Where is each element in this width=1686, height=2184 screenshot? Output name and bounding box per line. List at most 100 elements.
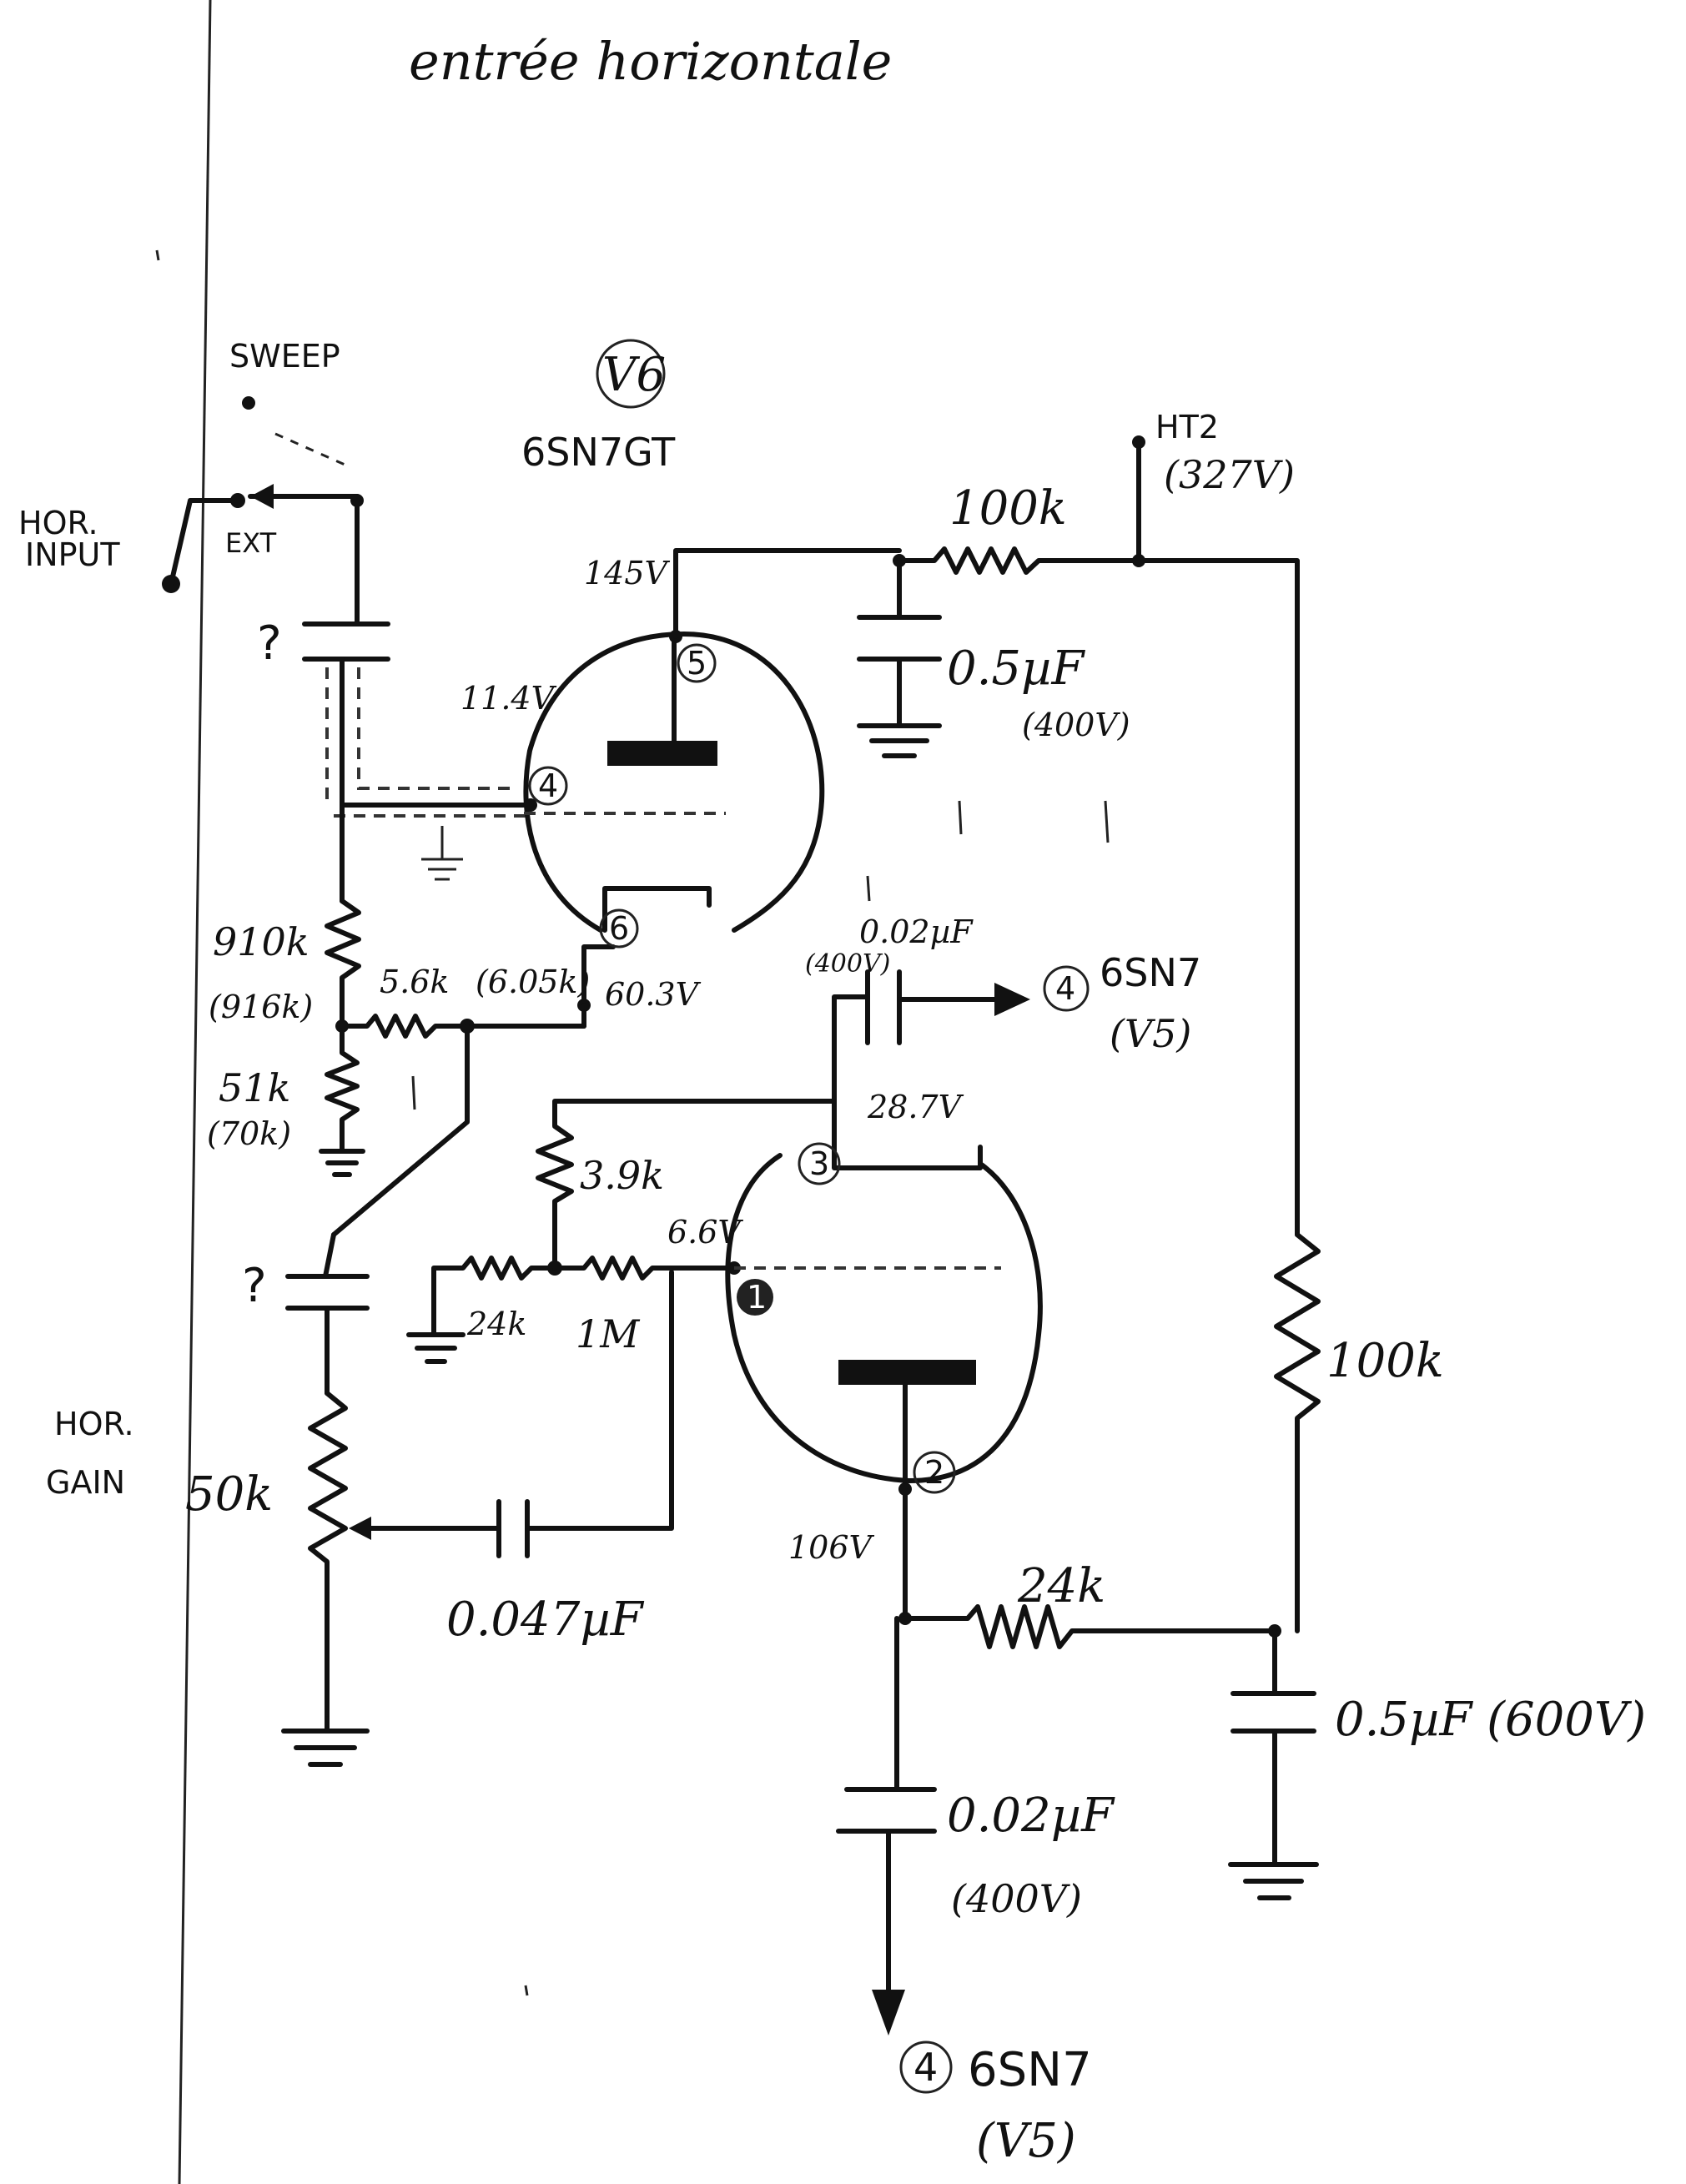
tube-type: 6SN7GT [521, 430, 676, 475]
question-mark-top: ? [257, 616, 282, 671]
capacitor-0-5uf-top [857, 615, 942, 758]
pin-5-label: 5 [687, 645, 707, 682]
ground-symbol-24k [406, 1332, 466, 1364]
capacitor-0-5uf-top-label: 0.5µF [947, 642, 1085, 696]
switch-arrow [250, 484, 274, 509]
wire-cap-to-1m [525, 1270, 674, 1531]
capacitor-0-02uf-bottom-label: 0.02µF [947, 1789, 1115, 1843]
resistor-24k-bottom-label: 24k [1017, 1559, 1105, 1613]
pin-3-circle [798, 1142, 841, 1185]
pin-1-circle [737, 1279, 773, 1316]
pin-4-label: 4 [538, 767, 558, 804]
output-top-tube: 6SN7 [1100, 950, 1201, 995]
wire-cathode-v6a [581, 944, 616, 1008]
capacitor-0-047uf-label: 0.047µF [446, 1593, 645, 1647]
output-top-pin-circle [1043, 965, 1090, 1012]
capacitor-0-5uf-bottom-label: 0.5µF (600V) [1335, 1693, 1646, 1747]
ext-label: EXT [225, 527, 277, 559]
junction-dot [524, 798, 537, 812]
resistor-3-9k [536, 1099, 837, 1271]
ht2-label: HT2 [1155, 409, 1219, 445]
resistor-1m [552, 1256, 737, 1281]
hor-input-label: HOR. [18, 505, 98, 541]
ground-symbol-pot [281, 1716, 370, 1767]
voltage-11-4v: 11.4V [461, 680, 557, 717]
lower-tube-envelope [725, 1153, 1043, 1483]
pin-1-label: 1 [747, 1279, 767, 1316]
pin-2-label: 2 [924, 1454, 944, 1491]
ground-symbol-51k [319, 1149, 365, 1177]
resistor-51k-measured: (70k) [207, 1115, 291, 1152]
pin-6-label: 6 [609, 910, 629, 947]
resistor-3-9k-label: 3.9k [580, 1153, 664, 1198]
arrow-bottom-output [872, 1990, 905, 2036]
ground-symbol-small [421, 826, 463, 881]
ext-terminal [230, 493, 245, 508]
voltage-6-6v: 6.6V [667, 1214, 743, 1251]
page-title: entrée horizontale [409, 31, 892, 92]
coupling-capacitor-top: ? [257, 616, 390, 671]
wire-plate-v6a [673, 548, 902, 639]
output-bottom-pin: 4 [913, 2045, 938, 2090]
lower-tube-cathode [832, 1099, 983, 1170]
sweep-dash [274, 432, 351, 469]
wire-5-6k-to-cap [331, 1024, 470, 1237]
resistor-910k-measured: (916k) [209, 989, 313, 1025]
resistor-100k-top [897, 546, 1141, 575]
output-bottom-tube: 6SN7 [968, 2043, 1092, 2097]
capacitor-0-5uf-bottom [1228, 1691, 1319, 1900]
capacitor-0-02uf-bottom-rating: (400V) [951, 1876, 1082, 1921]
stray-marks [155, 249, 1110, 1996]
lower-tube [725, 1099, 1043, 1492]
resistor-24k-bottom [903, 1604, 1277, 1649]
arrow-top-output [994, 983, 1030, 1016]
pin-5-circle [677, 643, 717, 683]
pin-4-circle [528, 766, 568, 806]
question-mark-mid: ? [242, 1259, 267, 1313]
sweep-label: SWEEP [229, 338, 340, 375]
hor-input-label-2: INPUT [25, 536, 120, 573]
pot-wiper-arrow [349, 1517, 371, 1540]
pin-2-circle [913, 1451, 956, 1494]
resistor-5-6k-label: 5.6k [380, 964, 449, 1000]
resistor-5-6k [340, 1014, 586, 1039]
output-top-pin: 4 [1055, 970, 1075, 1007]
voltage-28-7v: 28.7V [867, 1089, 964, 1125]
sweep-terminal [242, 396, 255, 410]
dashed-shield [325, 667, 526, 818]
wire-ht2 [1136, 440, 1300, 1237]
hor-gain-label: HOR. [54, 1406, 134, 1442]
input-switch: SWEEP EXT HOR. INPUT [18, 338, 364, 593]
resistor-910k-label: 910k [213, 919, 310, 964]
resistor-51k-label: 51k [219, 1065, 290, 1110]
capacitor-0-047uf [496, 1499, 530, 1558]
resistor-910k [325, 898, 361, 1029]
margin-line [178, 0, 212, 2184]
pin-3-label: 3 [809, 1145, 829, 1182]
tube-id: V6 [602, 348, 666, 402]
capacitor-0-02uf-mid-rating: (400V) [805, 949, 890, 979]
upper-tube-plate [607, 741, 717, 766]
ht2-voltage: (327V) [1164, 452, 1295, 497]
resistor-24k-left [431, 1256, 557, 1337]
wire-cap2 [323, 1232, 336, 1279]
upper-tube [523, 632, 825, 933]
resistor-100k-right [1274, 1232, 1321, 1633]
resistor-1m-label: 1M [576, 1311, 641, 1356]
coupling-capacitor-mid: ? [242, 1259, 370, 1313]
output-bottom-ref: (V5) [976, 2114, 1076, 2168]
capacitor-0-02uf-mid [865, 969, 902, 1045]
junction-dot [1132, 554, 1145, 567]
switch-wire [169, 498, 240, 586]
tube-v6-label-group: V6 6SN7GT [521, 339, 676, 475]
hor-gain-label-2: GAIN [46, 1464, 125, 1501]
resistor-100k-right-label: 100k [1326, 1334, 1444, 1388]
potentiometer-50k [308, 1391, 348, 1721]
output-bottom-pin-circle [899, 2041, 953, 2094]
resistor-100k-top-label: 100k [949, 481, 1067, 536]
capacitor-0-02uf-mid-label: 0.02µF [859, 913, 974, 950]
resistor-24k-left-label: 24k [466, 1306, 526, 1342]
capacitor-0-02uf-bottom [836, 1787, 937, 1834]
voltage-60-3v: 60.3V [605, 976, 702, 1013]
